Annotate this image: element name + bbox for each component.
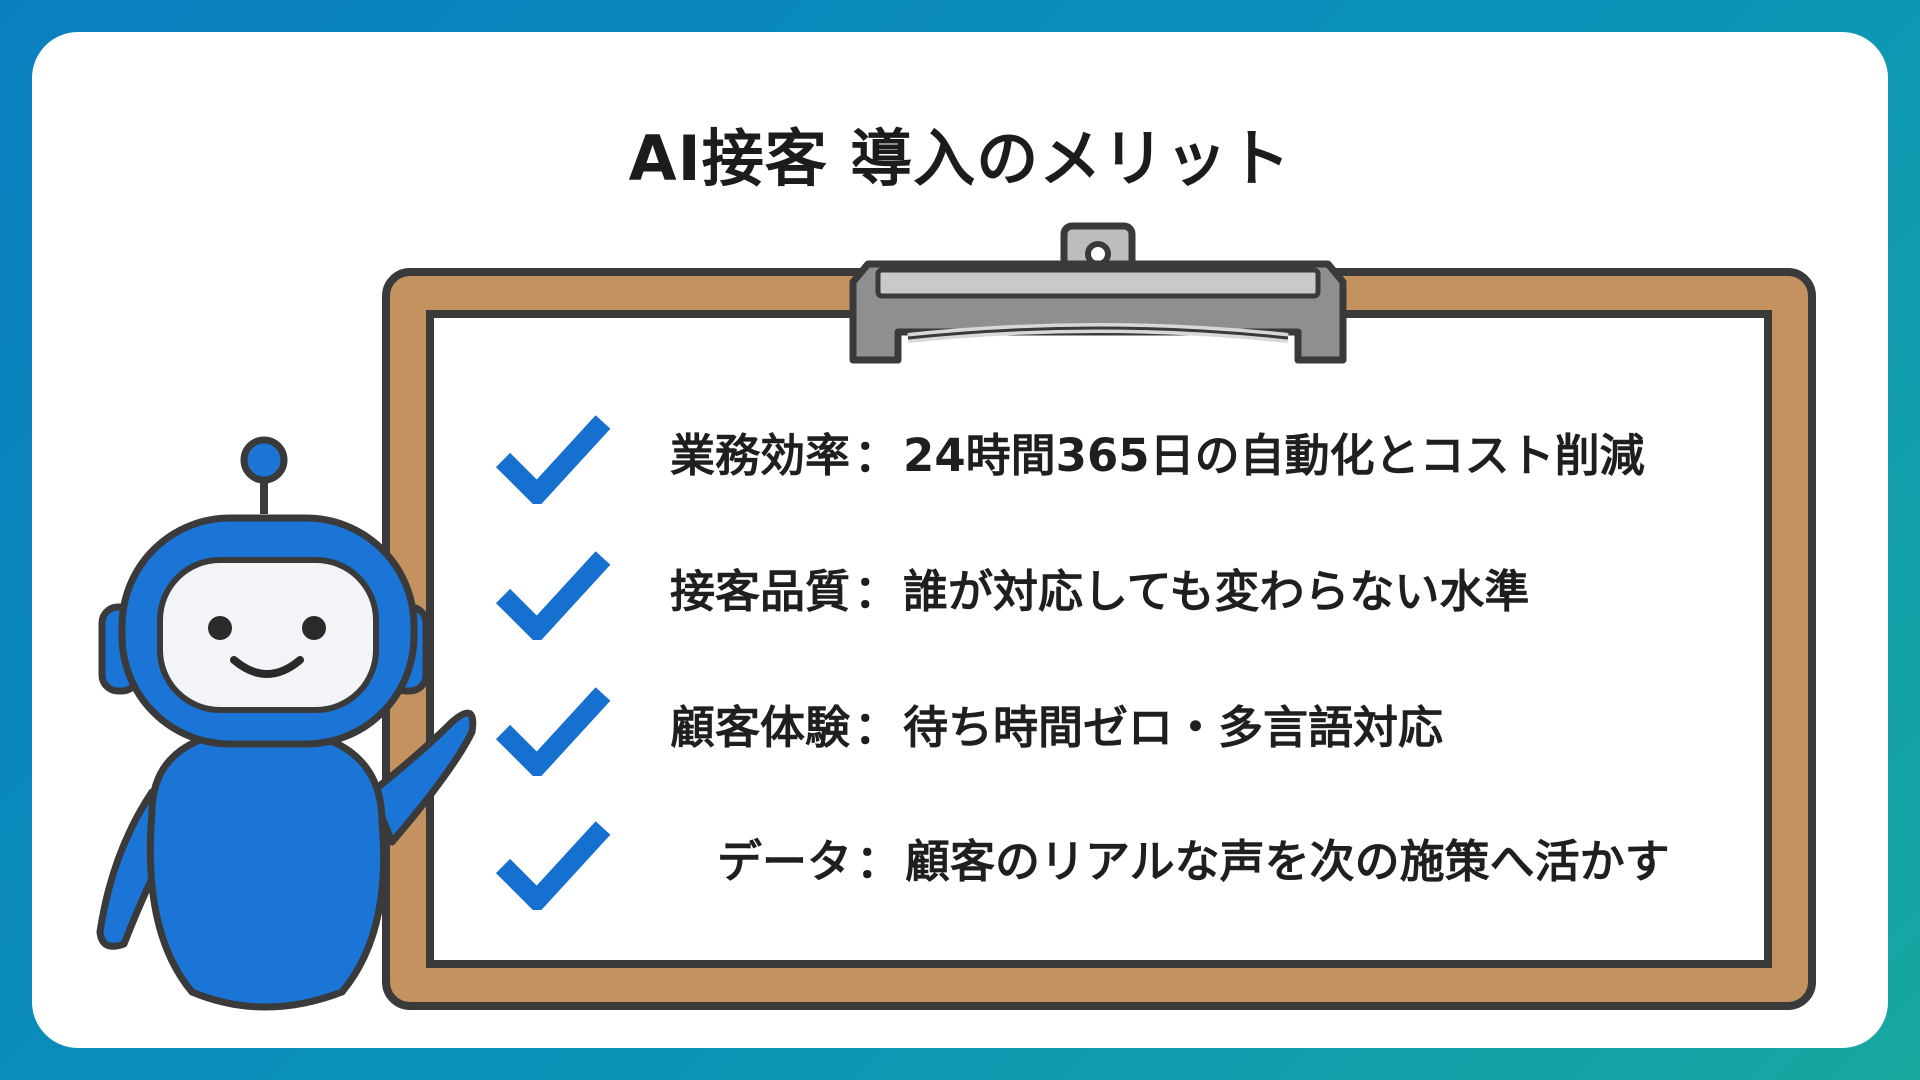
checkmark-icon: [495, 551, 610, 640]
clipboard-board: [382, 268, 1816, 1010]
page-title: AI接客 導入のメリット: [628, 122, 1292, 195]
item-description: 顧客のリアルな声を次の施策へ活かす: [905, 835, 1670, 888]
list-item: 業務効率：24時間365日の自動化とコスト削減: [495, 408, 1755, 504]
item-description: 待ち時間ゼロ・多言語対応: [903, 701, 1444, 754]
item-separator: ：: [854, 429, 900, 482]
checkmark-icon: [495, 415, 610, 504]
list-item: データ：顧客のリアルな声を次の施策へ活かす: [495, 814, 1755, 910]
checkmark-icon: [495, 821, 610, 910]
item-description: 24時間365日の自動化とコスト削減: [903, 429, 1645, 482]
robot-mascot: [96, 436, 477, 1011]
list-item: 接客品質：誰が対応しても変わらない水準: [495, 544, 1755, 640]
list-item-text: データ：顧客のリアルな声を次の施策へ活かす: [717, 814, 1670, 910]
item-separator: ：: [854, 701, 900, 754]
item-label: 顧客体験: [670, 701, 851, 754]
item-label: 接客品質: [670, 565, 851, 618]
list-item: 顧客体験：待ち時間ゼロ・多言語対応: [495, 680, 1755, 776]
item-separator: ：: [856, 835, 902, 888]
item-label: 業務効率: [670, 429, 851, 482]
clipboard-clip: [849, 222, 1347, 364]
checkmark-icon: [495, 687, 610, 776]
clipboard-paper: [426, 310, 1772, 968]
list-item-text: 接客品質：誰が対応しても変わらない水準: [670, 544, 1529, 640]
item-separator: ：: [854, 565, 900, 618]
list-item-text: 顧客体験：待ち時間ゼロ・多言語対応: [670, 680, 1443, 776]
item-description: 誰が対応しても変わらない水準: [903, 565, 1530, 618]
item-label: データ: [717, 835, 853, 888]
list-item-text: 業務効率：24時間365日の自動化とコスト削減: [670, 408, 1645, 504]
